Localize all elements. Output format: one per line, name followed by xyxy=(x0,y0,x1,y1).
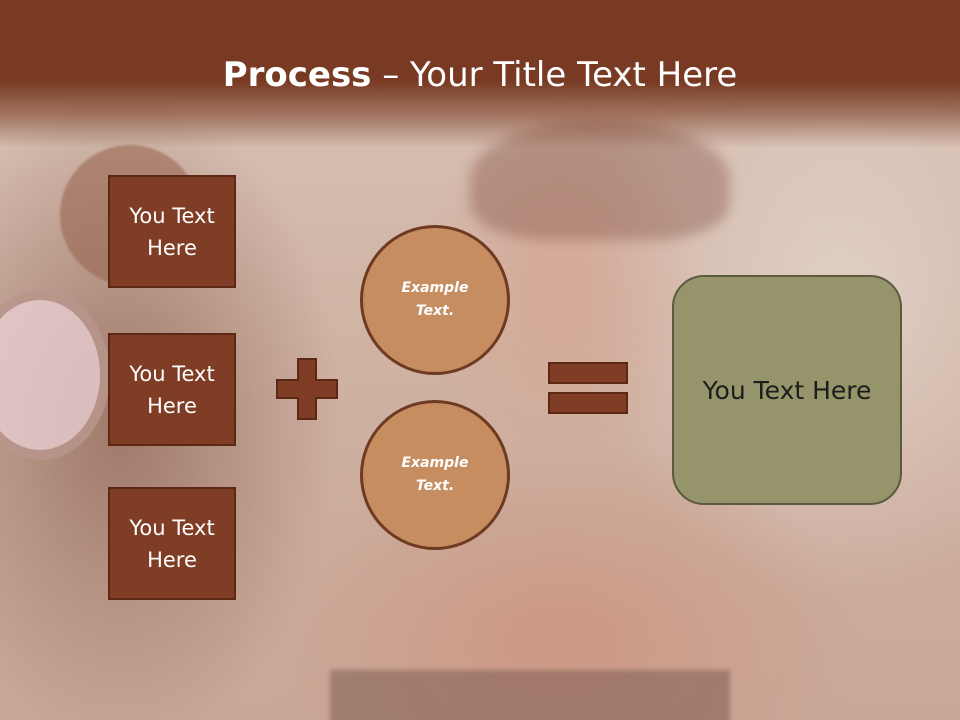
background-photo-cream-jar xyxy=(0,290,110,460)
example-circle-2: Example Text. xyxy=(360,400,510,550)
process-box-3-label: You Text Here xyxy=(129,515,215,572)
slide-title-rest: – Your Title Text Here xyxy=(371,55,738,95)
example-circle-1-label: Example Text. xyxy=(401,280,469,319)
example-circle-2-label: Example Text. xyxy=(401,455,469,494)
equals-icon xyxy=(548,362,628,414)
title-banner xyxy=(0,0,960,148)
process-box-1: You Text Here xyxy=(108,175,236,288)
slide-title: Process – Your Title Text Here xyxy=(0,52,960,98)
process-box-2: You Text Here xyxy=(108,333,236,446)
slide-title-bold: Process xyxy=(222,55,372,95)
background-photo-towel xyxy=(330,670,730,720)
result-box-label: You Text Here xyxy=(702,375,872,405)
plus-icon xyxy=(276,358,338,420)
process-box-2-label: You Text Here xyxy=(129,361,215,418)
process-box-3: You Text Here xyxy=(108,487,236,600)
process-box-1-label: You Text Here xyxy=(129,203,215,260)
example-circle-1: Example Text. xyxy=(360,225,510,375)
result-box: You Text Here xyxy=(672,275,902,505)
